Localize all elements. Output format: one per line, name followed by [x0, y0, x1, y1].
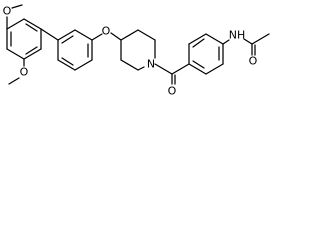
methoxy-bottom-oxygen-label: O [20, 66, 29, 79]
amide-nh-label: NH [229, 29, 246, 42]
acetyl-oxygen-label: O [249, 55, 258, 68]
amide-carbonyl [154, 63, 190, 85]
biaryl-bond [40, 28, 59, 41]
middle-phenyl-ring [57, 29, 93, 71]
acetamide [222, 33, 270, 56]
dimethoxyphenyl-ring [6, 18, 42, 60]
structure-diagram: O O O N O NH O [3, 4, 270, 98]
para-phenylene-ring [188, 33, 224, 75]
methoxy-top [6, 4, 23, 30]
methoxy-top-oxygen-label: O [3, 5, 12, 18]
carbonyl-oxygen-label: O [168, 85, 177, 98]
piperidine-ring [120, 29, 156, 71]
ether-link [91, 32, 122, 41]
ether-oxygen-label: O [102, 25, 111, 38]
piperidine-nitrogen-label: N [147, 58, 155, 71]
methoxy-bottom [8, 58, 25, 85]
